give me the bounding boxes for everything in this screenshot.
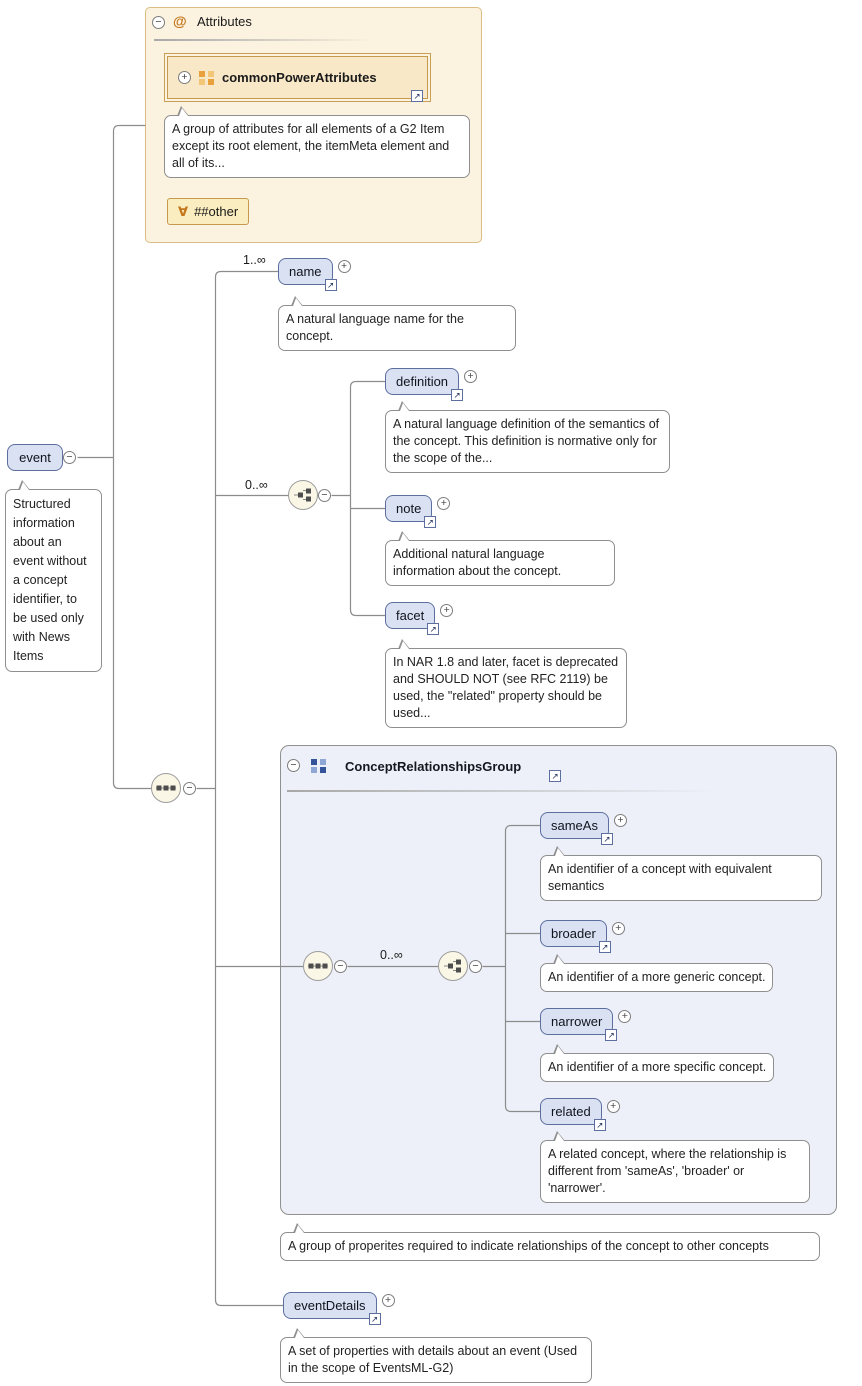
- element-facet[interactable]: facet ↗ +: [385, 602, 454, 635]
- collapse-icon[interactable]: −: [334, 960, 347, 973]
- collapse-icon[interactable]: −: [318, 489, 331, 502]
- at-icon: @: [173, 13, 187, 29]
- expand-icon[interactable]: +: [178, 71, 191, 84]
- annotation-related: A related concept, where the relationshi…: [540, 1131, 810, 1203]
- wildcard-other[interactable]: ∀ ##other: [167, 198, 250, 225]
- element-event-label: event: [19, 450, 51, 465]
- annotation-narrower: An identifier of a more specific concept…: [540, 1044, 775, 1082]
- cardinality-label: 0..∞: [380, 948, 403, 962]
- sequence-icon: [308, 963, 328, 969]
- forall-icon: ∀: [178, 203, 189, 219]
- choice-icon: [444, 959, 461, 973]
- element-definition-label: definition: [396, 374, 449, 389]
- element-definition[interactable]: definition ↗ +: [385, 368, 478, 401]
- choice-icon: [294, 488, 311, 502]
- link-icon[interactable]: ↗: [600, 833, 613, 845]
- collapse-icon[interactable]: −: [183, 782, 196, 795]
- element-note-label: note: [396, 501, 422, 516]
- expand-icon[interactable]: +: [437, 497, 451, 510]
- expand-icon[interactable]: +: [440, 604, 454, 617]
- annotation-broader: An identifier of a more generic concept.: [540, 954, 774, 992]
- cardinality-label: 1..∞: [243, 253, 266, 267]
- expand-icon[interactable]: +: [381, 1294, 395, 1307]
- attribute-group-commonPowerAttributes[interactable]: + commonPowerAttributes ↗: [167, 56, 428, 102]
- annotation-eventDetails: A set of properties with details about a…: [280, 1328, 592, 1383]
- element-narrower[interactable]: narrower ↗ +: [540, 1008, 632, 1041]
- expand-icon[interactable]: +: [618, 1010, 632, 1023]
- element-related-label: related: [551, 1104, 591, 1119]
- link-icon[interactable]: ↗: [427, 623, 440, 635]
- element-broader[interactable]: broader ↗ +: [540, 920, 625, 953]
- cardinality-label: 0..∞: [245, 478, 268, 492]
- collapse-icon[interactable]: −: [469, 960, 482, 973]
- element-narrower-label: narrower: [551, 1014, 603, 1029]
- link-icon[interactable]: ↗: [424, 516, 437, 528]
- element-name[interactable]: name ↗ +: [278, 258, 351, 291]
- choice-compositor[interactable]: [438, 951, 468, 981]
- header-separator: [287, 790, 717, 792]
- annotation-name: A natural language name for the concept.: [278, 296, 516, 351]
- link-icon[interactable]: ↗: [605, 1029, 618, 1041]
- sequence-icon: [156, 785, 176, 791]
- annotation-concept-relationships-group: A group of properites required to indica…: [280, 1223, 820, 1261]
- annotation-note: Additional natural language information …: [385, 531, 615, 586]
- collapse-icon[interactable]: −: [152, 16, 165, 29]
- model-group-icon: [311, 759, 326, 773]
- wildcard-label: ##other: [194, 204, 239, 219]
- collapse-icon[interactable]: −: [63, 451, 76, 464]
- sequence-compositor[interactable]: [151, 773, 181, 803]
- link-icon[interactable]: ↗: [451, 389, 464, 401]
- link-icon[interactable]: ↗: [411, 90, 423, 102]
- choice-compositor[interactable]: [288, 480, 318, 510]
- link-icon[interactable]: ↗: [598, 941, 611, 953]
- attributes-title: Attributes: [197, 14, 252, 29]
- link-icon[interactable]: ↗: [549, 770, 561, 782]
- element-related[interactable]: related ↗ +: [540, 1098, 620, 1131]
- element-broader-label: broader: [551, 926, 596, 941]
- annotation-sameAs: An identifier of a concept with equivale…: [540, 846, 822, 901]
- element-sameAs[interactable]: sameAs ↗ +: [540, 812, 627, 845]
- annotation-definition: A natural language definition of the sem…: [385, 401, 670, 473]
- element-facet-label: facet: [396, 608, 425, 623]
- collapse-icon[interactable]: −: [287, 759, 300, 772]
- element-eventDetails[interactable]: eventDetails ↗ +: [283, 1292, 395, 1325]
- element-name-label: name: [289, 264, 322, 279]
- element-eventDetails-label: eventDetails: [294, 1298, 366, 1313]
- expand-icon[interactable]: +: [337, 260, 351, 273]
- annotation-event: Structured information about an event wi…: [5, 480, 102, 672]
- header-separator: [154, 39, 374, 41]
- attributes-section: − @ Attributes + commonPowerAttributes ↗…: [145, 7, 482, 243]
- expand-icon[interactable]: +: [613, 814, 627, 827]
- element-sameAs-label: sameAs: [551, 818, 598, 833]
- link-icon[interactable]: ↗: [324, 279, 337, 291]
- link-icon[interactable]: ↗: [593, 1119, 606, 1131]
- element-note[interactable]: note ↗ +: [385, 495, 451, 528]
- group-title: ConceptRelationshipsGroup: [345, 759, 522, 774]
- annotation-common-power-attributes: A group of attributes for all elements o…: [164, 106, 470, 178]
- attribute-group-icon: [199, 70, 214, 85]
- expand-icon[interactable]: +: [464, 370, 478, 383]
- attribute-group-label: commonPowerAttributes: [222, 70, 377, 85]
- annotation-facet: In NAR 1.8 and later, facet is deprecate…: [385, 639, 627, 728]
- expand-icon[interactable]: +: [611, 922, 625, 935]
- expand-icon[interactable]: +: [606, 1100, 620, 1113]
- link-icon[interactable]: ↗: [368, 1313, 381, 1325]
- element-event[interactable]: event: [7, 444, 63, 471]
- sequence-compositor[interactable]: [303, 951, 333, 981]
